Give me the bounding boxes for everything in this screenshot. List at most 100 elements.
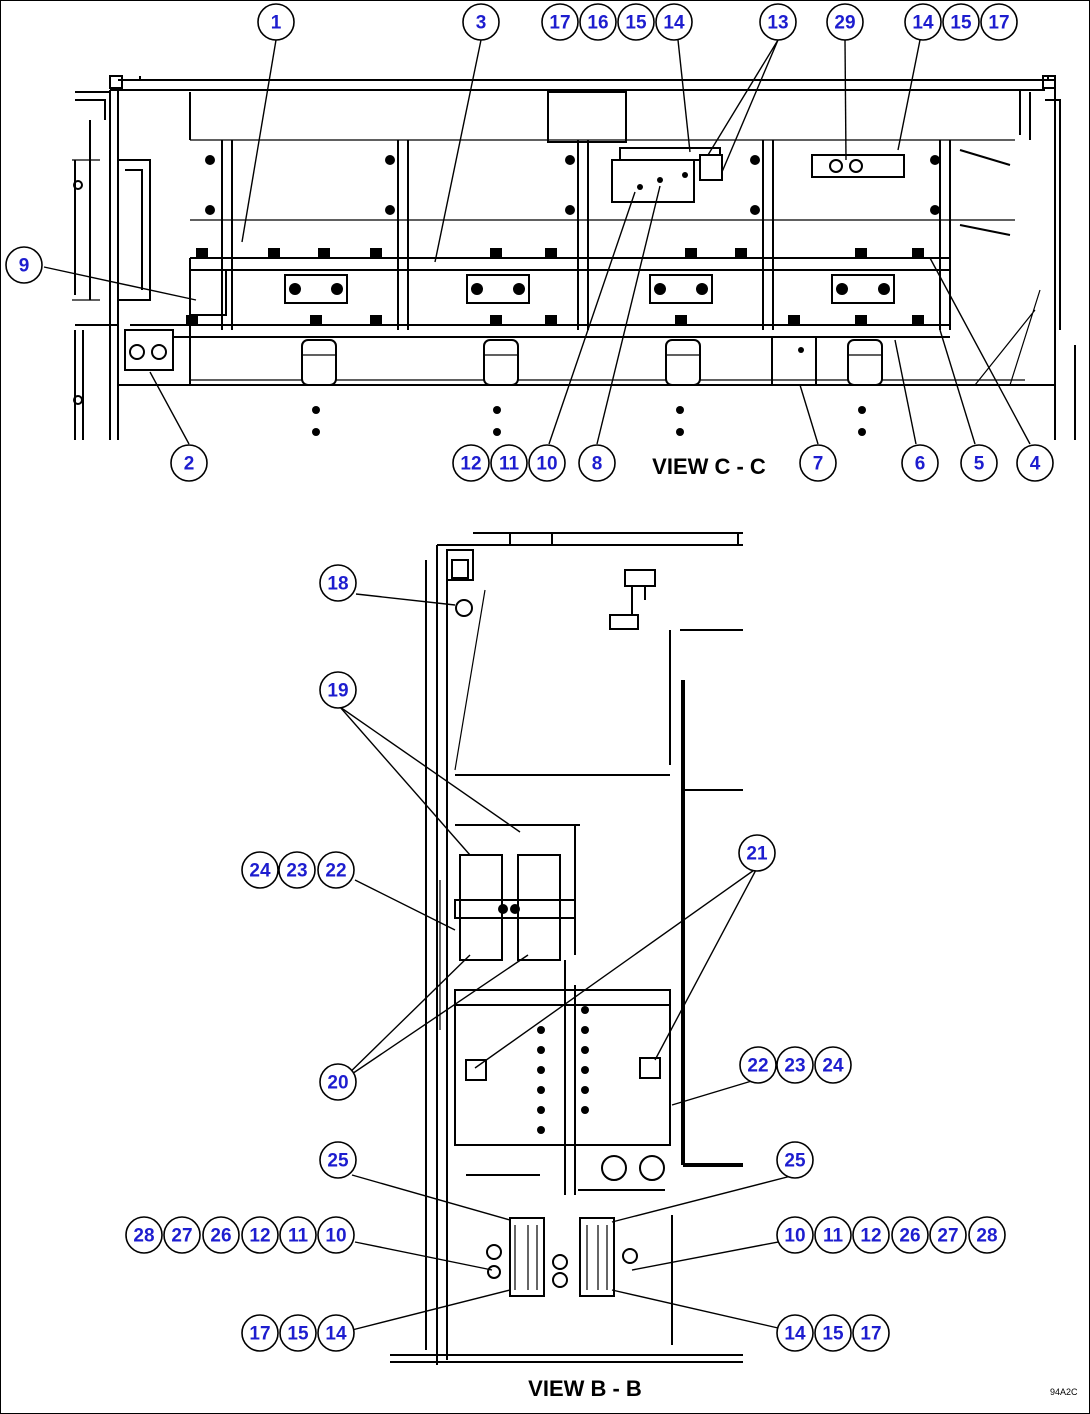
callout-label: 14 <box>912 13 934 34</box>
callout-c15a: 15 <box>617 3 655 41</box>
callout-label: 23 <box>286 861 307 882</box>
callout-label: 12 <box>249 1226 270 1247</box>
callout-circle <box>901 444 939 482</box>
callout-circle <box>814 1216 852 1254</box>
callout-circle <box>968 1216 1006 1254</box>
callout-c14a: 14 <box>655 3 693 41</box>
callout-circle <box>739 1046 777 1084</box>
callout-circle <box>852 1314 890 1352</box>
callout-label: 4 <box>1030 454 1041 475</box>
callout-c14b: 14 <box>904 3 942 41</box>
callout-label: 17 <box>860 1324 881 1345</box>
callout-label: 15 <box>287 1324 309 1345</box>
view-c-drawing <box>72 75 1076 440</box>
callout-circle <box>202 1216 240 1254</box>
callout-c8: 8 <box>578 444 616 482</box>
callout-c11c: 11 <box>814 1216 852 1254</box>
callout-label: 27 <box>171 1226 192 1247</box>
callout-circle <box>317 1216 355 1254</box>
callout-label: 28 <box>133 1226 154 1247</box>
callout-label: 10 <box>325 1226 346 1247</box>
callout-label: 27 <box>937 1226 958 1247</box>
callout-circle <box>655 3 693 41</box>
callout-circle <box>852 1216 890 1254</box>
callout-circle <box>980 3 1018 41</box>
callout-label: 22 <box>325 861 346 882</box>
callout-c25b: 25 <box>776 1141 814 1179</box>
callout-c10c: 10 <box>776 1216 814 1254</box>
callout-c6: 6 <box>901 444 939 482</box>
callout-circle <box>960 444 998 482</box>
callout-circle <box>776 1216 814 1254</box>
callout-circle <box>814 1314 852 1352</box>
callout-circle <box>317 851 355 889</box>
callout-circle <box>814 1046 852 1084</box>
callout-label: 16 <box>587 13 608 34</box>
callout-c5: 5 <box>960 444 998 482</box>
callout-label: 22 <box>747 1056 768 1077</box>
callout-c15c: 15 <box>279 1314 317 1352</box>
callout-c25a: 25 <box>319 1141 357 1179</box>
callout-c22b: 22 <box>739 1046 777 1084</box>
callout-label: 29 <box>834 13 855 34</box>
callout-label: 28 <box>976 1226 997 1247</box>
callout-circle <box>776 1046 814 1084</box>
callout-circle <box>319 671 357 709</box>
view-c-title: VIEW C - C <box>652 454 766 479</box>
callout-c28b: 28 <box>968 1216 1006 1254</box>
callout-c11a: 11 <box>490 444 528 482</box>
callout-label: 17 <box>549 13 570 34</box>
callout-circle <box>579 3 617 41</box>
callout-label: 15 <box>950 13 972 34</box>
callout-label: 11 <box>288 1226 309 1247</box>
drawing-id: 94A2C <box>1050 1387 1078 1397</box>
callout-circle <box>319 564 357 602</box>
callout-c2: 2 <box>170 444 208 482</box>
callout-circle <box>528 444 566 482</box>
callout-c9: 9 <box>5 246 43 284</box>
callout-circle <box>170 444 208 482</box>
callout-c26b: 26 <box>891 1216 929 1254</box>
callout-c27b: 27 <box>929 1216 967 1254</box>
callout-c10a: 10 <box>528 444 566 482</box>
callout-c17d: 17 <box>852 1314 890 1352</box>
callout-circle <box>5 246 43 284</box>
view-b-title: VIEW B - B <box>528 1376 642 1401</box>
callout-circle <box>462 3 500 41</box>
callout-label: 9 <box>19 256 30 277</box>
callout-c16a: 16 <box>579 3 617 41</box>
callout-label: 5 <box>974 454 985 475</box>
callout-c15d: 15 <box>814 1314 852 1352</box>
callout-label: 6 <box>915 454 926 475</box>
callout-circle <box>163 1216 201 1254</box>
callout-label: 26 <box>210 1226 231 1247</box>
callout-circle <box>541 3 579 41</box>
callout-circle <box>942 3 980 41</box>
callout-circle <box>738 834 776 872</box>
callout-c12b: 12 <box>241 1216 279 1254</box>
callout-circle <box>317 1314 355 1352</box>
callout-label: 24 <box>249 861 271 882</box>
view-c-leaders <box>43 39 1031 445</box>
callout-circle <box>776 1141 814 1179</box>
callout-c28a: 28 <box>125 1216 163 1254</box>
callout-label: 3 <box>476 13 487 34</box>
callout-label: 7 <box>813 454 824 475</box>
callout-label: 17 <box>249 1324 270 1345</box>
callout-label: 14 <box>325 1324 347 1345</box>
callout-label: 15 <box>625 13 647 34</box>
callout-c13: 13 <box>759 3 797 41</box>
callout-c12a: 12 <box>452 444 490 482</box>
callout-label: 2 <box>184 454 195 475</box>
callout-circle <box>452 444 490 482</box>
callout-c29: 29 <box>826 3 864 41</box>
callout-c7: 7 <box>799 444 837 482</box>
view-b-leaders <box>339 593 796 1331</box>
callout-circle <box>278 851 316 889</box>
callout-circle <box>241 1314 279 1352</box>
callout-circle <box>826 3 864 41</box>
callout-c14c: 14 <box>317 1314 355 1352</box>
callout-c17a: 17 <box>541 3 579 41</box>
callout-circle <box>617 3 655 41</box>
